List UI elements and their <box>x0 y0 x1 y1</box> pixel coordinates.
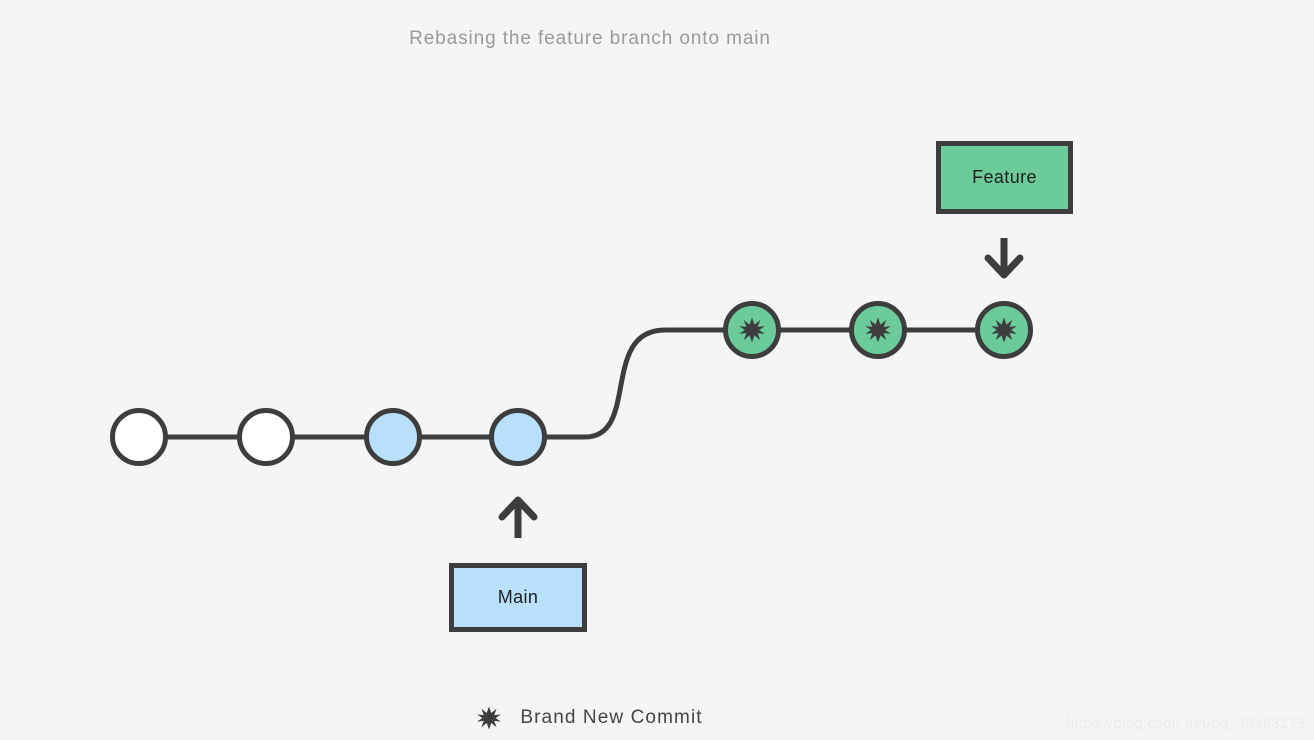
commit-node-feature-1[interactable] <box>723 301 781 359</box>
connector-rebase-curve <box>515 327 755 440</box>
commit-node-feature-3[interactable] <box>975 301 1033 359</box>
commit-node-feature-2[interactable] <box>849 301 907 359</box>
commit-node-main-4[interactable] <box>489 408 547 466</box>
commit-node-main-1[interactable] <box>110 408 168 466</box>
arrow-down-icon <box>984 238 1024 279</box>
page-title: Rebasing the feature branch onto main <box>409 28 771 49</box>
asterisk-icon <box>865 317 891 343</box>
asterisk-icon <box>739 317 765 343</box>
legend: Brand New Commit <box>0 706 1180 730</box>
commit-node-main-3[interactable] <box>364 408 422 466</box>
feature-branch-label-text: Feature <box>972 167 1037 187</box>
feature-branch-label-box[interactable]: Feature <box>936 141 1073 214</box>
main-branch-label-text: Main <box>497 587 539 607</box>
watermark: https://blog.csdn.net/qq_39463175 <box>1065 715 1306 732</box>
arrow-up-icon <box>498 496 538 538</box>
asterisk-icon <box>477 706 502 730</box>
asterisk-icon <box>991 317 1017 343</box>
main-branch-label-box[interactable]: Main <box>449 563 587 632</box>
commit-node-main-2[interactable] <box>237 408 295 466</box>
legend-label: Brand New Commit <box>520 707 703 728</box>
